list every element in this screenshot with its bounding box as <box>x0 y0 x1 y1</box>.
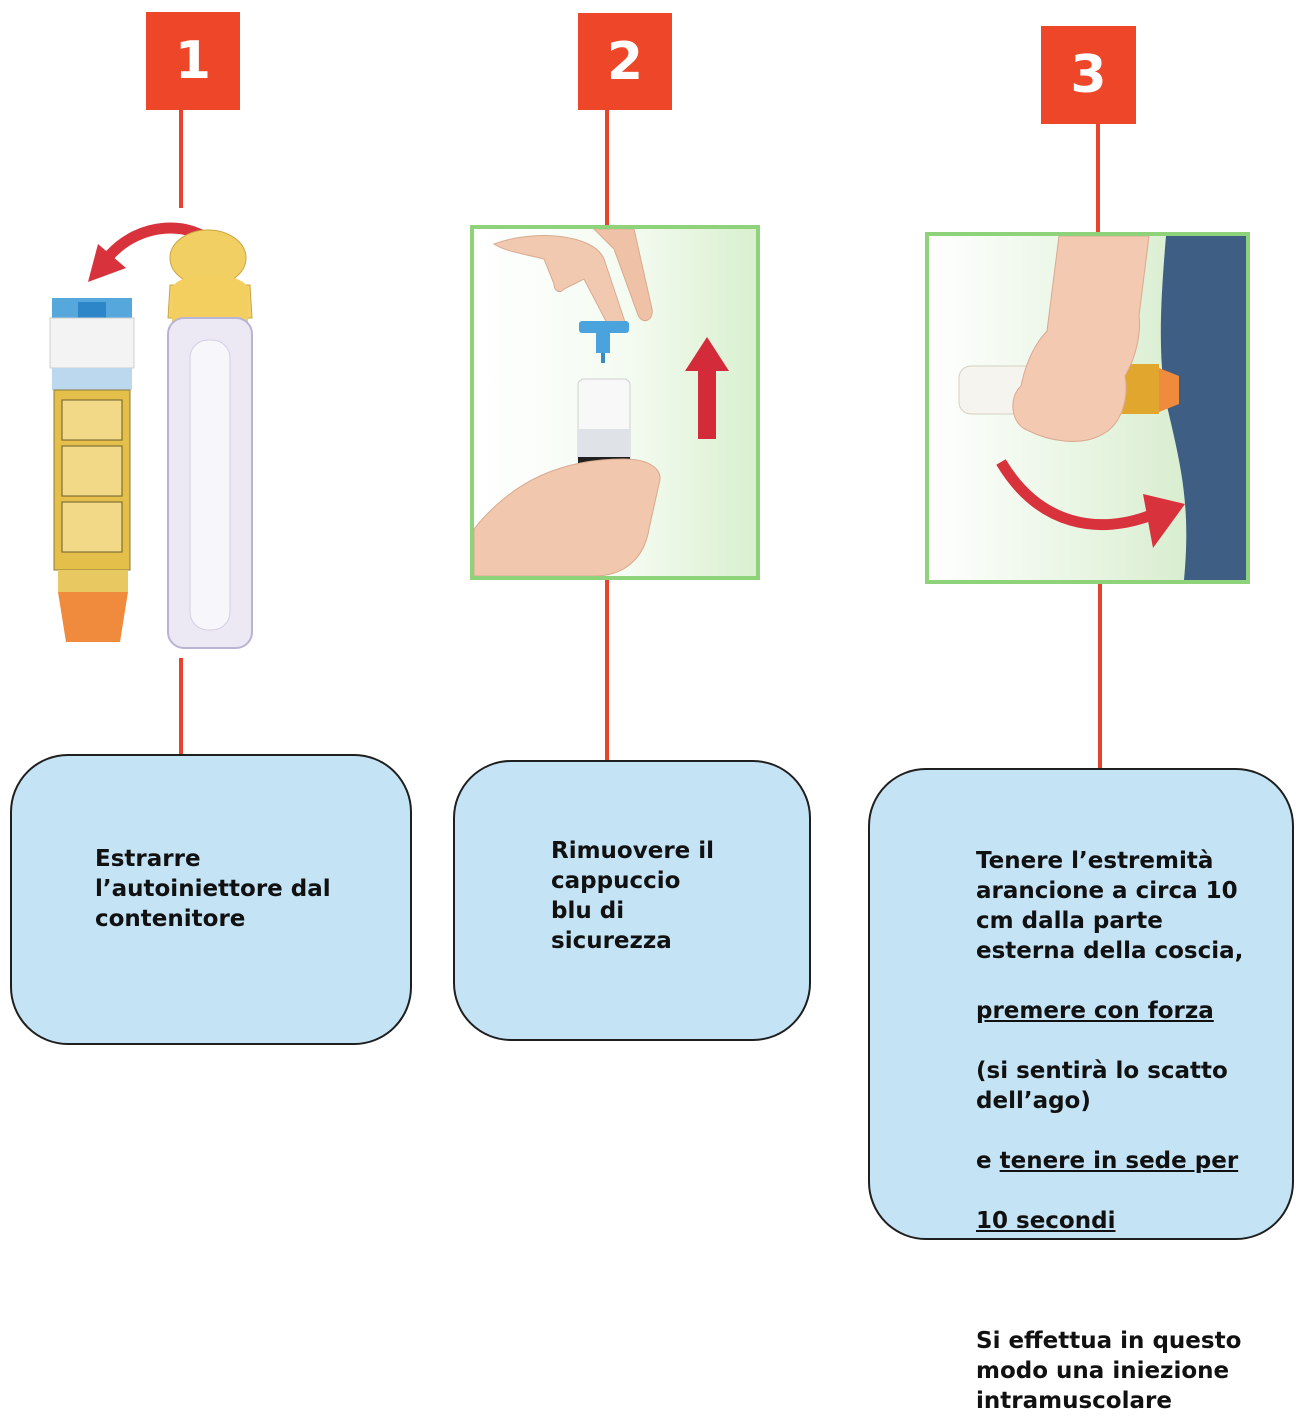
thigh-jeans <box>1161 236 1246 580</box>
step-3-text-underline-seconds: 10 secondi <box>976 1208 1115 1234</box>
step-3-instruction-text: Tenere l’estremità arancione a circa 10 … <box>976 816 1276 1416</box>
step-3-text-e: e <box>976 1148 1000 1174</box>
carrier-tube <box>168 230 252 648</box>
lower-hand <box>474 459 660 576</box>
step-1-connector-top <box>179 110 183 208</box>
step-2-instruction-text: Rimuovere il cappuccio blu di sicurezza <box>551 836 791 956</box>
step-3-text-underline-press: premere con forza <box>976 998 1214 1024</box>
step-3-connector-top <box>1096 124 1100 234</box>
step-3-connector-bottom <box>1098 584 1102 770</box>
step-2-connector-bottom <box>605 580 609 760</box>
pen-body <box>578 379 630 467</box>
step-2-badge: 2 <box>578 13 672 110</box>
up-arrow-icon <box>685 337 729 439</box>
step-3-text-part1: Tenere l’estremità arancione a circa 10 … <box>976 848 1243 964</box>
step-1-connector-bottom <box>179 658 183 756</box>
upper-hand <box>494 229 652 330</box>
blue-safety-cap <box>579 321 629 363</box>
step-3-text-part3: Si effettua in questo modo una iniezione… <box>976 1328 1241 1414</box>
step-1-illustration <box>40 210 280 660</box>
autoinjector-pen <box>50 298 134 642</box>
step-3-text-underline-hold: tenere in sede per <box>1000 1148 1239 1174</box>
step-3-badge: 3 <box>1041 26 1136 124</box>
step-3-photo <box>925 232 1250 584</box>
step-3-text-part2: (si sentirà lo scatto dell’ago) <box>976 1058 1228 1114</box>
step-1-badge: 1 <box>146 12 240 110</box>
curved-arrow-down-right-icon <box>1001 462 1185 548</box>
step-1-instruction-text: Estrarre l’autoiniettore dal contenitore <box>95 844 395 934</box>
step-2-photo <box>470 225 760 580</box>
step-2-connector-top <box>605 110 609 226</box>
